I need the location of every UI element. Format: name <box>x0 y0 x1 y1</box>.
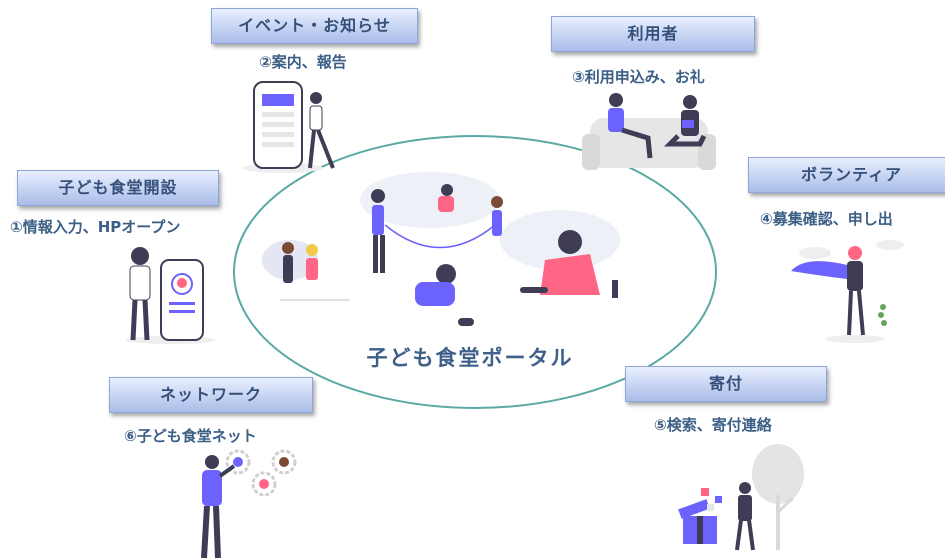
network-label-box: ネットワーク <box>109 377 313 413</box>
opening-label: 子ども食堂開設 <box>58 178 178 197</box>
users-caption: ③利用申込み、お礼 <box>572 68 705 86</box>
superhero-volunteer-illustration <box>791 240 904 343</box>
events-caption: ②案内、報告 <box>259 53 347 71</box>
opening-caption: ①情報入力、HPオープン <box>10 218 181 236</box>
users-label: 利用者 <box>627 24 679 43</box>
person-phone-profile-illustration <box>125 247 215 344</box>
phone-person-illustration <box>243 81 335 173</box>
sofa-people-illustration <box>582 93 716 170</box>
events-label-box: イベント・お知らせ <box>211 8 418 44</box>
children-playing-illustration <box>262 172 620 326</box>
network-label: ネットワーク <box>159 385 262 404</box>
donation-label-box: 寄付 <box>625 366 827 402</box>
donation-label: 寄付 <box>708 374 743 393</box>
volunteer-label-box: ボランティア <box>748 157 945 193</box>
volunteer-label: ボランティア <box>800 165 903 184</box>
network-caption: ⑥子ども食堂ネット <box>124 427 257 445</box>
gift-box-illustration <box>678 444 804 551</box>
volunteer-caption: ④募集確認、申し出 <box>760 210 893 228</box>
network-gears-illustration <box>201 449 297 559</box>
users-label-box: 利用者 <box>551 16 755 52</box>
opening-label-box: 子ども食堂開設 <box>17 170 219 206</box>
donation-caption: ⑤検索、寄付連絡 <box>654 416 772 434</box>
center-title: 子ども食堂ポータル <box>366 346 574 370</box>
events-label: イベント・お知らせ <box>238 16 391 35</box>
